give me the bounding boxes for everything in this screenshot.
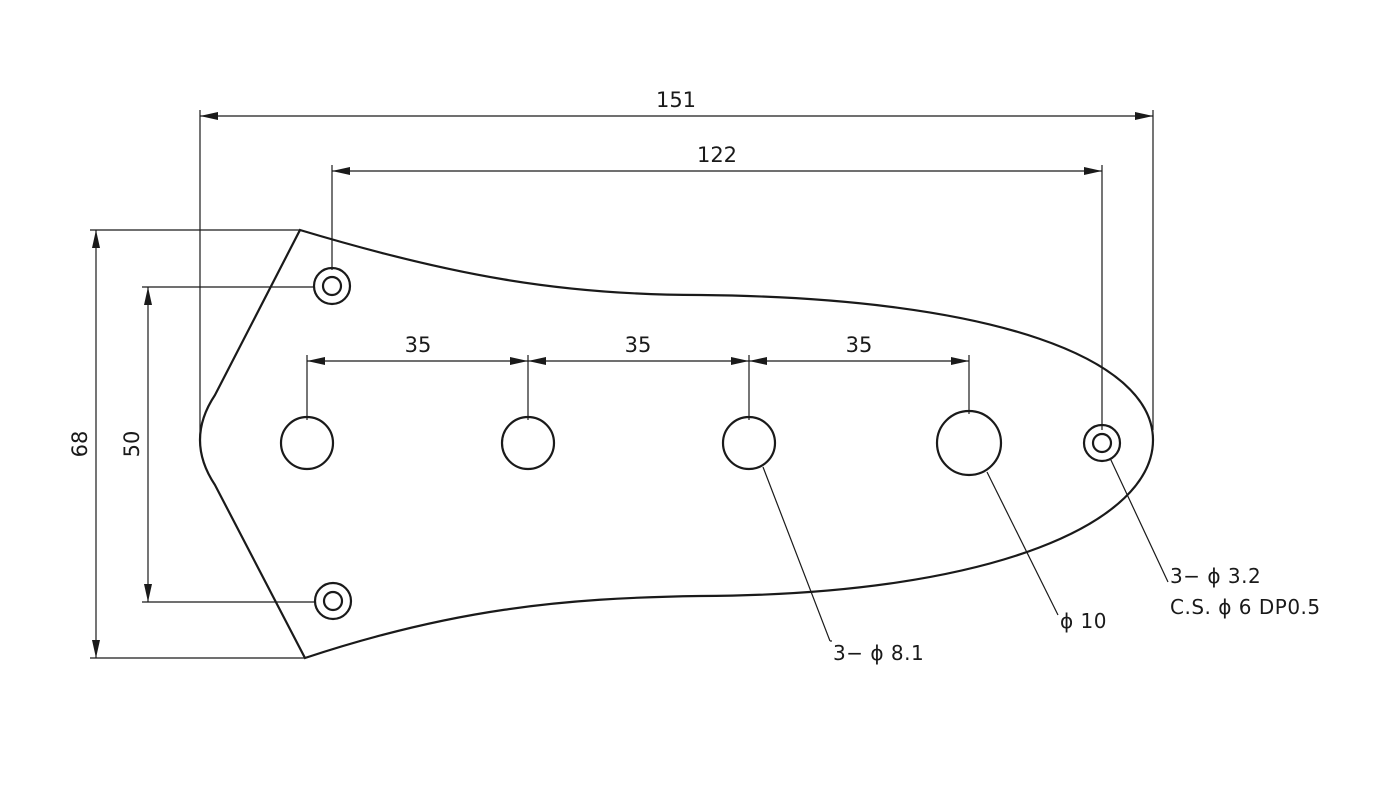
callout-pot-holes: 3− ϕ 8.1: [762, 466, 924, 665]
jack-hole: [935, 409, 1003, 477]
mount-hole-top: [312, 266, 352, 306]
callout-jack-hole-label: ϕ 10: [1060, 609, 1107, 633]
dimension-mount-hole-span: 122: [331, 143, 1103, 430]
control-hole-2: [500, 415, 556, 471]
callout-mount-holes-line1: 3− ϕ 3.2: [1170, 564, 1261, 588]
dimension-overall-width: 151: [199, 88, 1154, 440]
dimension-overall-width-label: 151: [656, 88, 696, 112]
dimension-mount-hole-vertical-label: 50: [120, 431, 144, 458]
dimension-hole-spacing: 35 35 35: [306, 333, 970, 420]
dimension-overall-height-label: 68: [68, 431, 92, 458]
control-hole-1: [279, 415, 335, 471]
callout-pot-holes-label: 3− ϕ 8.1: [833, 641, 924, 665]
dimension-spacing-2-label: 35: [625, 333, 652, 357]
dimension-spacing-3-label: 35: [846, 333, 873, 357]
control-hole-3: [721, 415, 777, 471]
dimension-mount-hole-span-label: 122: [697, 143, 737, 167]
callout-mount-holes: 3− ϕ 3.2 C.S. ϕ 6 DP0.5: [1109, 457, 1321, 619]
plate-outline: [199, 228, 1155, 660]
mount-hole-bottom: [313, 581, 353, 621]
mount-hole-right: [1082, 423, 1122, 463]
dimension-mount-hole-vertical: 50: [120, 286, 315, 603]
dimension-overall-height: 68: [68, 229, 305, 659]
dimension-spacing-1-label: 35: [405, 333, 432, 357]
callout-jack-hole: ϕ 10: [986, 471, 1107, 633]
callout-mount-holes-line2: C.S. ϕ 6 DP0.5: [1170, 595, 1321, 619]
